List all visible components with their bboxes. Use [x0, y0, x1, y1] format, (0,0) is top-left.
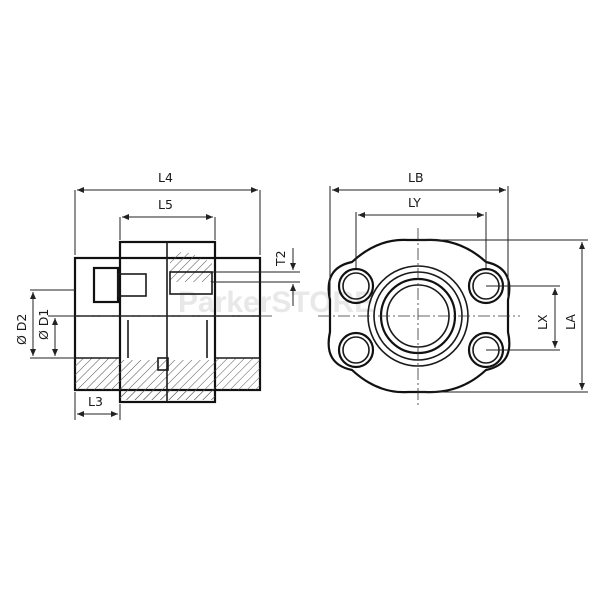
label-ly: LY [408, 195, 421, 210]
label-lx: LX [535, 314, 550, 330]
label-t2: T2 [273, 250, 288, 267]
bolt-thread [169, 271, 213, 295]
flange-front-outline [327, 238, 511, 394]
bolt-hole-tl-inner [342, 272, 370, 300]
watermark: ParkerSTORE [178, 286, 374, 319]
label-d1: Ø D1 [36, 309, 51, 340]
bolt-hole-bl [337, 331, 375, 369]
label-la: LA [563, 314, 578, 330]
oring-groove [157, 357, 169, 371]
label-d2: Ø D2 [14, 314, 29, 345]
front-view [318, 228, 520, 408]
bolt-hole-bl-inner [342, 336, 370, 364]
side-view [60, 240, 275, 404]
label-l3: L3 [88, 394, 103, 409]
bolt-head [92, 266, 120, 304]
label-lb: LB [408, 170, 424, 185]
bolt-shank [117, 273, 147, 297]
label-l4: L4 [158, 170, 173, 185]
section-hatch-upper [170, 252, 212, 282]
label-l5: L5 [158, 197, 173, 212]
bolt-hole-tl [337, 267, 375, 305]
